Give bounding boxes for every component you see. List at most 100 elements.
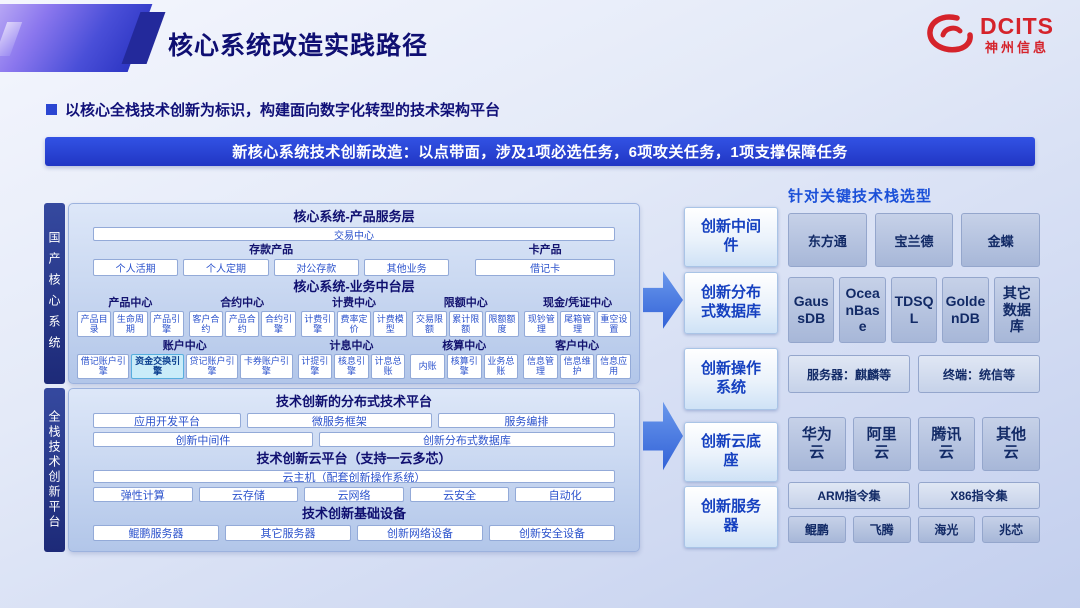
card-product-group: 卡产品 借记卡 [475, 244, 615, 276]
module-box: 客户合约 [188, 311, 224, 337]
business-centers-row-2: 账户中心 借记账户引擎 资金交换引擎 贷记账户引擎 卡券账户引擎 计息中心 计提… [77, 340, 631, 379]
business-centers-row-1: 产品中心 产品目录 生命周期 产品引擎 合约中心 客户合约 产品合约 合约引擎 … [77, 297, 631, 337]
option-box: 其他云 [982, 417, 1040, 471]
logo-subtitle: 神州信息 [984, 39, 1049, 55]
right-arrow-icon [643, 401, 683, 471]
center-customer: 客户中心 信息管理 信息维护 信息应用 [523, 340, 631, 379]
center-items: 现钞管理 尾箱管理 重空设置 [524, 311, 631, 337]
product-layer-title: 核心系统-产品服务层 [293, 209, 415, 224]
center-limit: 限额中心 交易限额 累计限额 限额额度 [412, 297, 520, 337]
module-box: 创新中间件 [93, 432, 313, 447]
logo-text: DCITS 神州信息 [980, 12, 1054, 55]
center-items: 内账 核算引擎 业务总账 [410, 354, 519, 379]
module-box: 业务总账 [483, 354, 519, 379]
center-name: 计费中心 [331, 297, 376, 309]
innovation-column: 创新中间件 创新分布式数据库 创新操作系统 创新云底座 创新服务器 [684, 207, 778, 552]
right-arrow-icon [643, 271, 683, 329]
module-box: 产品引擎 [149, 311, 184, 337]
option-box: TDSQL [890, 277, 938, 343]
module-box: 创新安全设备 [489, 525, 615, 541]
innovation-middleware: 创新中间件 [684, 207, 778, 267]
tech-stack-selection-panel: 针对关键技术栈选型 东方通 宝兰德 金蝶 GaussDB OceanBase T… [788, 185, 1041, 550]
logo-brand: DCITS [980, 12, 1054, 39]
module-box: 鲲鹏服务器 [93, 525, 219, 541]
module-box: 信息管理 [523, 354, 558, 379]
module-box: 现钞管理 [524, 311, 559, 337]
module-box: 其它服务器 [225, 525, 351, 541]
group-items: 个人活期 个人定期 对公存款 其他业务 [93, 259, 450, 276]
option-box: GoldenDB [942, 277, 989, 343]
cloud-host-box: 云主机（配套创新操作系统） [93, 470, 615, 483]
module-box: 其他业务 [363, 259, 450, 276]
module-box: 云网络 [304, 487, 404, 502]
group-label: 存款产品 [249, 244, 294, 256]
intro-bullet-line: 以核心全栈技术创新为标识，构建面向数字化转型的技术架构平台 [46, 99, 500, 120]
innovation-server: 创新服务器 [684, 486, 778, 548]
innovation-distributed-db: 创新分布式数据库 [684, 272, 778, 334]
option-box: 阿里云 [852, 417, 911, 471]
module-box: 个人活期 [93, 259, 179, 276]
center-name: 限额中心 [443, 297, 488, 309]
option-box: 华为云 [788, 417, 846, 471]
module-box: 云存储 [198, 487, 299, 502]
business-layer-title: 核心系统-业务中台层 [293, 279, 415, 294]
group-label: 卡产品 [528, 244, 562, 256]
intro-text: 以核心全栈技术创新为标识，构建面向数字化转型的技术架构平台 [65, 102, 501, 119]
module-box: 应用开发平台 [93, 413, 242, 428]
center-product: 产品中心 产品目录 生命周期 产品引擎 [77, 297, 184, 337]
option-box: 金蝶 [961, 213, 1041, 267]
database-options-row: GaussDB OceanBase TDSQL GoldenDB 其它数据库 [788, 277, 1041, 343]
center-account: 账户中心 借记账户引擎 资金交换引擎 贷记账户引擎 卡券账户引擎 [77, 340, 293, 379]
option-box: X86指令集 [918, 482, 1040, 509]
center-billing: 计费中心 计费引擎 费率定价 计费模型 [300, 297, 408, 337]
center-items: 产品目录 生命周期 产品引擎 [77, 311, 184, 337]
center-name: 合约中心 [220, 297, 265, 309]
module-box: 创新网络设备 [357, 525, 483, 541]
module-box: 费率定价 [336, 311, 372, 337]
deposit-product-group: 存款产品 个人活期 个人定期 对公存款 其他业务 [93, 244, 450, 276]
selection-panel-title: 针对关键技术栈选型 [788, 188, 933, 205]
module-box: 尾箱管理 [560, 311, 595, 337]
module-box: 借记卡 [475, 259, 615, 276]
distributed-row-2: 创新中间件 创新分布式数据库 [93, 432, 615, 447]
module-box: 计费引擎 [300, 311, 335, 337]
center-interest: 计息中心 计提引擎 核息引擎 计息总账 [297, 340, 406, 379]
module-box: 弹性计算 [93, 487, 193, 502]
option-box: 腾讯云 [917, 417, 976, 471]
center-cash-voucher: 现金/凭证中心 现钞管理 尾箱管理 重空设置 [524, 297, 631, 337]
innovation-os: 创新操作系统 [684, 348, 778, 410]
module-box: 计费模型 [373, 311, 408, 337]
option-box: 其它数据库 [993, 277, 1041, 343]
center-items: 客户合约 产品合约 合约引擎 [188, 311, 296, 337]
distributed-row-1: 应用开发平台 微服务框架 服务编排 [93, 413, 615, 428]
innovation-cloud-base: 创新云底座 [684, 422, 778, 482]
option-box: 宝兰德 [874, 213, 954, 267]
module-box: 生命周期 [113, 311, 148, 337]
center-contract: 合约中心 客户合约 产品合约 合约引擎 [188, 297, 296, 337]
module-box: 对公存款 [273, 259, 359, 276]
cloud-options-row: 华为云 阿里云 腾讯云 其他云 [788, 417, 1040, 471]
module-box: 合约引擎 [261, 311, 296, 337]
center-items: 交易限额 累计限额 限额额度 [412, 311, 520, 337]
option-box: 飞腾 [852, 516, 911, 543]
center-name: 现金/凭证中心 [543, 297, 613, 309]
module-box: 信息应用 [596, 354, 631, 379]
module-box: 自动化 [515, 487, 615, 502]
core-system-panel: 核心系统-产品服务层 交易中心 存款产品 个人活期 个人定期 对公存款 其他业务… [68, 203, 640, 384]
module-box: 核算引擎 [446, 354, 482, 379]
side-label-domestic-core: 国产核心系统 [44, 203, 65, 384]
module-box: 卡券账户引擎 [240, 354, 293, 379]
module-box: 产品合约 [225, 311, 260, 337]
center-name: 账户中心 [162, 340, 207, 352]
module-box: 贷记账户引擎 [185, 354, 239, 379]
center-items: 计费引擎 费率定价 计费模型 [300, 311, 408, 337]
infrastructure-title: 技术创新基础设备 [301, 506, 406, 521]
center-name: 核算中心 [442, 340, 487, 352]
module-box: 产品目录 [77, 311, 112, 337]
dcits-logo: DCITS 神州信息 [927, 14, 1054, 54]
module-box: 创新分布式数据库 [318, 432, 615, 447]
product-groups-row: 存款产品 个人活期 个人定期 对公存款 其他业务 卡产品 借记卡 [77, 244, 631, 276]
option-box: 终端：统信等 [918, 355, 1040, 393]
center-items: 借记账户引擎 资金交换引擎 贷记账户引擎 卡券账户引擎 [77, 354, 293, 379]
center-name: 产品中心 [108, 297, 153, 309]
